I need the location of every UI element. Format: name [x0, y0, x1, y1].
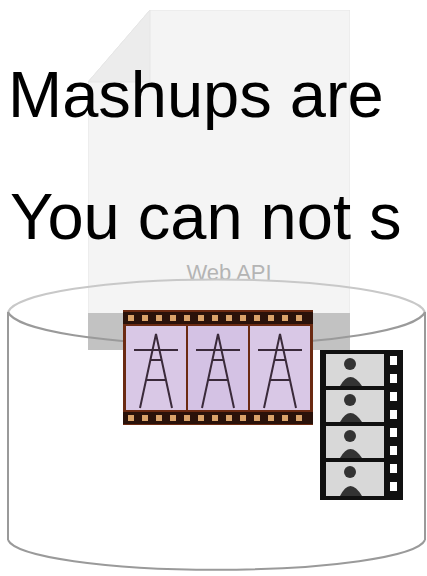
document-bottom-band — [88, 313, 350, 350]
cylinder-side — [424, 312, 426, 540]
watermark-text: Web API — [186, 260, 271, 286]
film-strip — [123, 310, 313, 425]
cylinder-side — [7, 312, 9, 540]
slide-text: Mashups are — [8, 58, 384, 133]
cylinder-bottom — [8, 540, 425, 570]
film-strip — [320, 350, 403, 500]
slide-text: You can not s — [10, 180, 402, 255]
